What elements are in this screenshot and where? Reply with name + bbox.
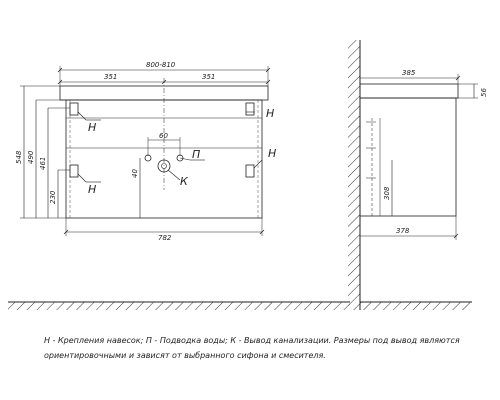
legend-line-1: Н - Крепления навесок; П - Подводка воды…: [44, 336, 460, 345]
front-view-dimension-text: 800-810 351 351 60 40 782 548 490 461 23…: [15, 61, 276, 242]
dim-height-230: 230: [49, 190, 57, 204]
dim-height-461: 461: [39, 157, 47, 170]
side-cabinet: [359, 97, 457, 217]
dim-cabinet-height: 308: [383, 186, 391, 200]
mount-bracket-bl: [69, 164, 79, 178]
side-countertop: [359, 83, 459, 99]
dim-height-548: 548: [15, 150, 23, 164]
dim-hole-height: 40: [131, 169, 139, 178]
label-mount-tl: Н: [88, 121, 96, 134]
dim-right-half: 351: [202, 73, 215, 81]
dim-hole-spacing: 60: [159, 132, 168, 140]
legend: Н - Крепления навесок; П - Подводка воды…: [44, 333, 474, 363]
dim-left-half: 351: [104, 73, 117, 81]
mount-bracket-tr: [245, 102, 255, 116]
label-mount-bl: Н: [88, 183, 96, 196]
legend-line-2: ориентировочными и зависят от выбранного…: [44, 351, 326, 360]
front-view: [20, 66, 271, 236]
mount-bracket-tl: [69, 102, 79, 116]
side-view: [348, 40, 478, 310]
dim-height-490: 490: [27, 150, 35, 164]
label-drain: К: [180, 175, 189, 188]
dim-bottom-depth: 378: [396, 227, 410, 235]
label-water: П: [192, 148, 200, 161]
floor-hatch-front: [8, 302, 350, 310]
side-view-dimension-text: 385 56 308 378: [383, 69, 488, 235]
dim-top-height: 56: [480, 88, 488, 97]
dim-bottom-width: 782: [158, 234, 172, 242]
floor-hatch-side: [360, 302, 472, 310]
dim-overall-width: 800-810: [146, 61, 176, 69]
label-mount-tr: Н: [266, 107, 274, 120]
label-mount-br: Н: [268, 147, 276, 160]
wall-hatch: [348, 40, 360, 310]
floor: [8, 301, 472, 310]
mount-bracket-br: [245, 164, 255, 178]
dim-top-depth: 385: [402, 69, 416, 77]
